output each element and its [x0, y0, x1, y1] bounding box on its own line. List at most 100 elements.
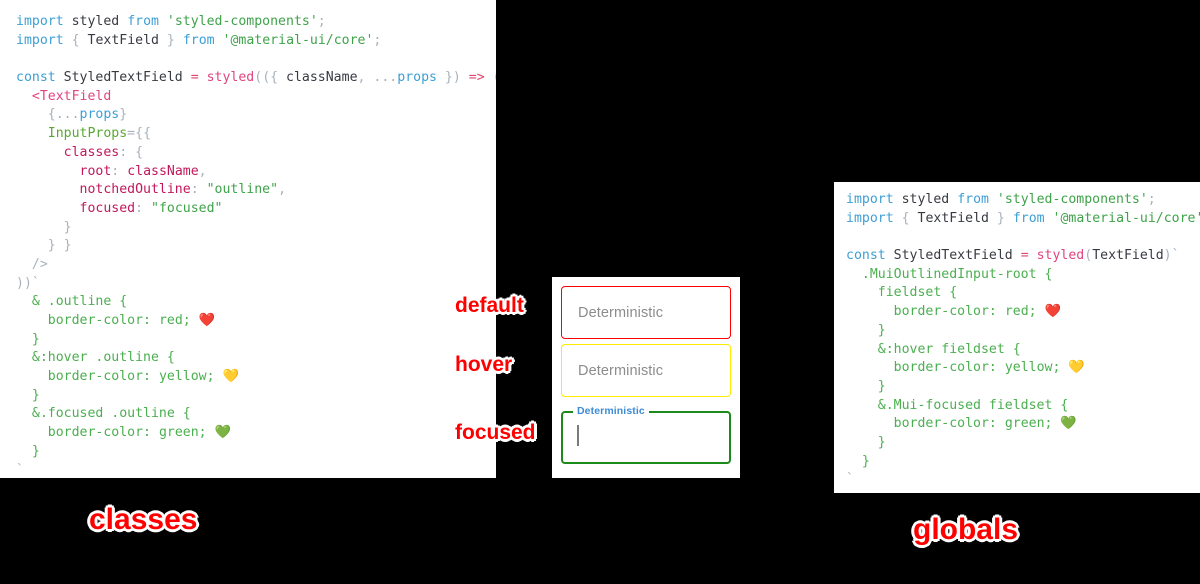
code-token: styled: [71, 14, 120, 29]
code-token: [16, 332, 32, 347]
code-token: [16, 369, 48, 384]
code-token: from: [127, 14, 159, 29]
code-line: } }: [16, 237, 496, 256]
code-token: 💛: [222, 369, 239, 385]
code-token: [199, 70, 207, 85]
code-line: &:hover .outline {: [16, 349, 496, 368]
code-token: [56, 70, 64, 85]
code-token: } }: [47, 238, 72, 254]
code-token: [16, 201, 80, 216]
code-token: ...: [373, 70, 398, 86]
text-caret: [577, 425, 579, 446]
code-token: [846, 379, 878, 394]
code-token: }: [444, 70, 453, 86]
code-token: (: [493, 70, 496, 85]
code-token: [910, 211, 918, 226]
code-token: [1029, 248, 1037, 263]
code-token: red: [1004, 304, 1029, 320]
code-token: [485, 70, 493, 85]
code-token: border-color: [893, 360, 989, 376]
code-token: styled: [1036, 248, 1085, 264]
code-token: [16, 220, 64, 235]
code-token: [16, 313, 48, 328]
code-token: [16, 294, 32, 309]
code-token: 'styled-components': [996, 192, 1148, 207]
code-token: ): [452, 70, 461, 86]
textfield-focused[interactable]: Deterministic: [561, 405, 731, 464]
code-token: [119, 164, 127, 179]
code-token: }: [119, 107, 128, 123]
code-token: const: [846, 248, 886, 264]
code-token: ,: [357, 70, 366, 86]
code-token: StyledTextField: [893, 248, 1013, 264]
code-token: {: [901, 210, 910, 226]
code-token: [846, 454, 862, 469]
code-token: [894, 211, 902, 226]
code-token: const: [16, 70, 56, 86]
code-token: =: [127, 126, 136, 142]
code-line: border-color: green; 💚: [16, 424, 496, 443]
code-token: import: [16, 14, 64, 29]
annotation-hover: hover: [455, 353, 513, 376]
caption-classes: classes: [89, 503, 198, 536]
code-line: fieldset {: [846, 284, 1200, 303]
code-token: ;: [198, 425, 215, 441]
code-token: [1005, 211, 1013, 226]
code-token: {{: [135, 126, 152, 142]
code-token: =: [1020, 248, 1029, 264]
code-line: `: [846, 471, 1200, 490]
code-line: <TextField: [16, 88, 496, 107]
code-token: "outline": [206, 182, 279, 198]
code-line: &.Mui-focused fieldset {: [846, 397, 1200, 416]
code-token: border-color: [893, 416, 989, 432]
code-line: />: [16, 256, 496, 275]
code-token: red: [158, 313, 183, 328]
code-token: ;: [373, 32, 382, 48]
code-token: :: [135, 200, 144, 216]
code-token: :: [143, 425, 159, 441]
code-line: border-color: yellow; 💛: [16, 368, 496, 387]
code-token: classes: [63, 144, 120, 160]
code-line: const StyledTextField = styled(({ classN…: [16, 69, 496, 88]
code-token: [16, 182, 80, 197]
code-token: [16, 107, 48, 122]
code-token: className: [286, 70, 358, 86]
code-token: 'styled-components': [166, 14, 318, 29]
code-token: [1013, 248, 1021, 263]
textfield-hover-text: Deterministic: [578, 362, 664, 379]
code-token: import: [16, 32, 64, 48]
annotation-focused: focused: [455, 421, 536, 444]
code-line: import styled from 'styled-components';: [16, 13, 496, 32]
textfield-focused-label: Deterministic: [573, 405, 649, 417]
code-token: & .outline {: [31, 294, 128, 310]
code-token: [16, 238, 48, 253]
code-token: {: [270, 70, 279, 86]
code-token: [16, 257, 32, 272]
code-token: [16, 126, 48, 141]
textfield-hover[interactable]: Deterministic: [561, 344, 731, 397]
code-token: [159, 33, 167, 48]
code-token: "focused": [151, 200, 223, 216]
code-token: 💚: [214, 425, 231, 441]
code-token: }: [996, 210, 1005, 226]
code-token: from: [957, 192, 989, 207]
code-token: [127, 145, 135, 160]
code-token: .MuiOutlinedInput-root {: [861, 266, 1053, 282]
code-token: border-color: [47, 425, 144, 441]
code-token: ;: [206, 369, 223, 385]
code-token: [64, 14, 72, 29]
code-token: {: [47, 107, 56, 123]
code-token: }: [166, 32, 175, 48]
code-token: ((: [254, 70, 271, 86]
textfield-default[interactable]: Deterministic: [561, 286, 731, 339]
code-token: [16, 406, 32, 421]
code-token: [846, 342, 878, 357]
code-token: [846, 285, 878, 300]
code-token: ,: [198, 163, 207, 179]
code-token: TextField: [87, 32, 159, 48]
code-line: [846, 228, 1200, 247]
code-token: <TextField: [31, 88, 112, 104]
code-token: />: [31, 256, 48, 272]
code-token: import: [846, 192, 894, 207]
